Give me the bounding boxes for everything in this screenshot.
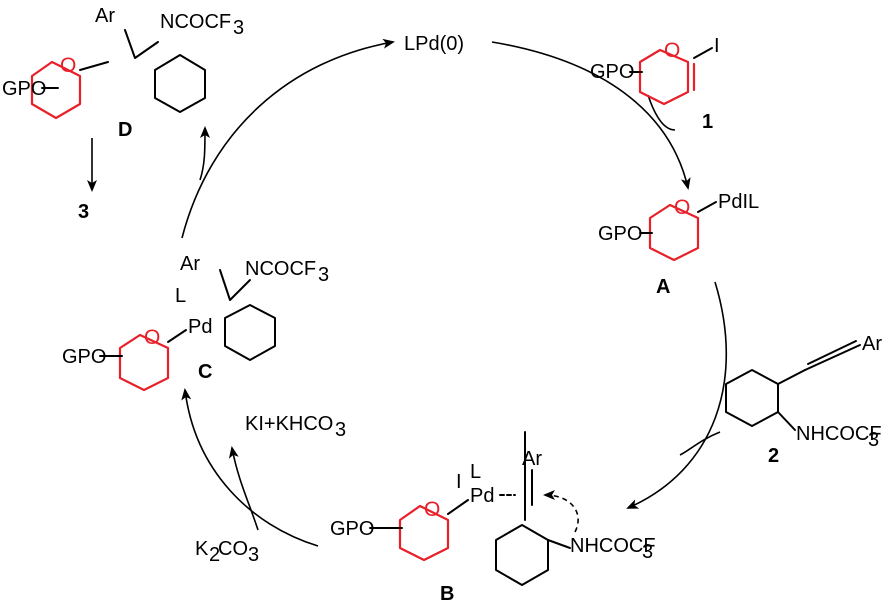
a-pdil: PdIL (718, 191, 759, 213)
c-ncocf: NCOCF (245, 258, 316, 280)
a-oxygen: O (674, 196, 690, 219)
b-gpo: GPO (330, 518, 374, 540)
d-oxygen: O (60, 54, 76, 77)
arrow-lpd-to-a (491, 41, 691, 190)
b-iodine: I (456, 471, 462, 493)
compound-b: O GPO Pd I L Ar NHCOCF 3 B (330, 431, 656, 605)
compound-d: O GPO Ar NCOCF 3 D 3 (2, 5, 244, 223)
compound-c: O GPO Pd L Ar NCOCF 3 C (62, 253, 329, 392)
b-sub3: 3 (642, 541, 653, 563)
reagent-k2co3-sub3: 3 (248, 544, 259, 566)
arrow-a-to-b (626, 281, 727, 509)
c-ligand: L (175, 285, 186, 307)
c-ar: Ar (180, 253, 200, 275)
reagent-k2co3-2: 2 (209, 544, 220, 566)
c2-sub3: 3 (868, 429, 879, 451)
label-compound-3: 3 (78, 201, 89, 223)
c1-iodine: I (714, 35, 720, 57)
d-sub3: 3 (233, 17, 244, 39)
label-compound-1: 1 (702, 111, 713, 133)
c2-ar: Ar (862, 333, 882, 355)
d-ar: Ar (95, 5, 115, 27)
arrow-b-to-c (181, 388, 319, 547)
arrow-c-to-lpd (181, 38, 395, 239)
c-sub3: 3 (318, 264, 329, 286)
reagent-k2co3-co: CO (218, 538, 248, 560)
reagent-ki-khco-sub3: 3 (335, 419, 346, 441)
cycle-arrows (87, 38, 727, 547)
c-oxygen: O (144, 326, 160, 349)
arrow-c-to-d (199, 126, 210, 181)
c1-gpo: GPO (590, 61, 634, 83)
label-compound-2: 2 (768, 445, 779, 467)
side-arrow-kicl (228, 446, 259, 531)
reagents: KI+KHCO 3 K 2 CO 3 (195, 413, 346, 566)
side-arrow-2 (679, 431, 721, 456)
reagent-ki-khco: KI+KHCO (245, 413, 333, 435)
compound-1: O I GPO 1 (590, 35, 720, 133)
b-ar: Ar (522, 448, 542, 470)
d-ncocf: NCOCF (160, 11, 231, 33)
b-ligand: L (470, 461, 481, 483)
side-arrow-1 (647, 94, 676, 131)
a-gpo: GPO (598, 223, 642, 245)
lpd0-label: LPd(0) (404, 33, 464, 55)
c2-nhcocf: NHCOCF (796, 423, 882, 445)
label-compound-B: B (440, 583, 454, 605)
c-pd: Pd (188, 316, 212, 338)
label-compound-D: D (118, 119, 132, 141)
b-oxygen: O (424, 498, 440, 521)
b-nhcocf: NHCOCF (570, 535, 656, 557)
compound-2: Ar NHCOCF 3 2 (725, 333, 882, 467)
label-compound-A: A (656, 276, 670, 298)
compound-a: O PdIL GPO A (598, 191, 759, 298)
c1-oxygen: O (664, 39, 680, 62)
reagent-k2co3-k: K (195, 538, 209, 560)
label-compound-C: C (198, 361, 212, 383)
b-pd: Pd (470, 485, 494, 507)
c-gpo: GPO (62, 346, 106, 368)
d-gpo: GPO (2, 78, 46, 100)
